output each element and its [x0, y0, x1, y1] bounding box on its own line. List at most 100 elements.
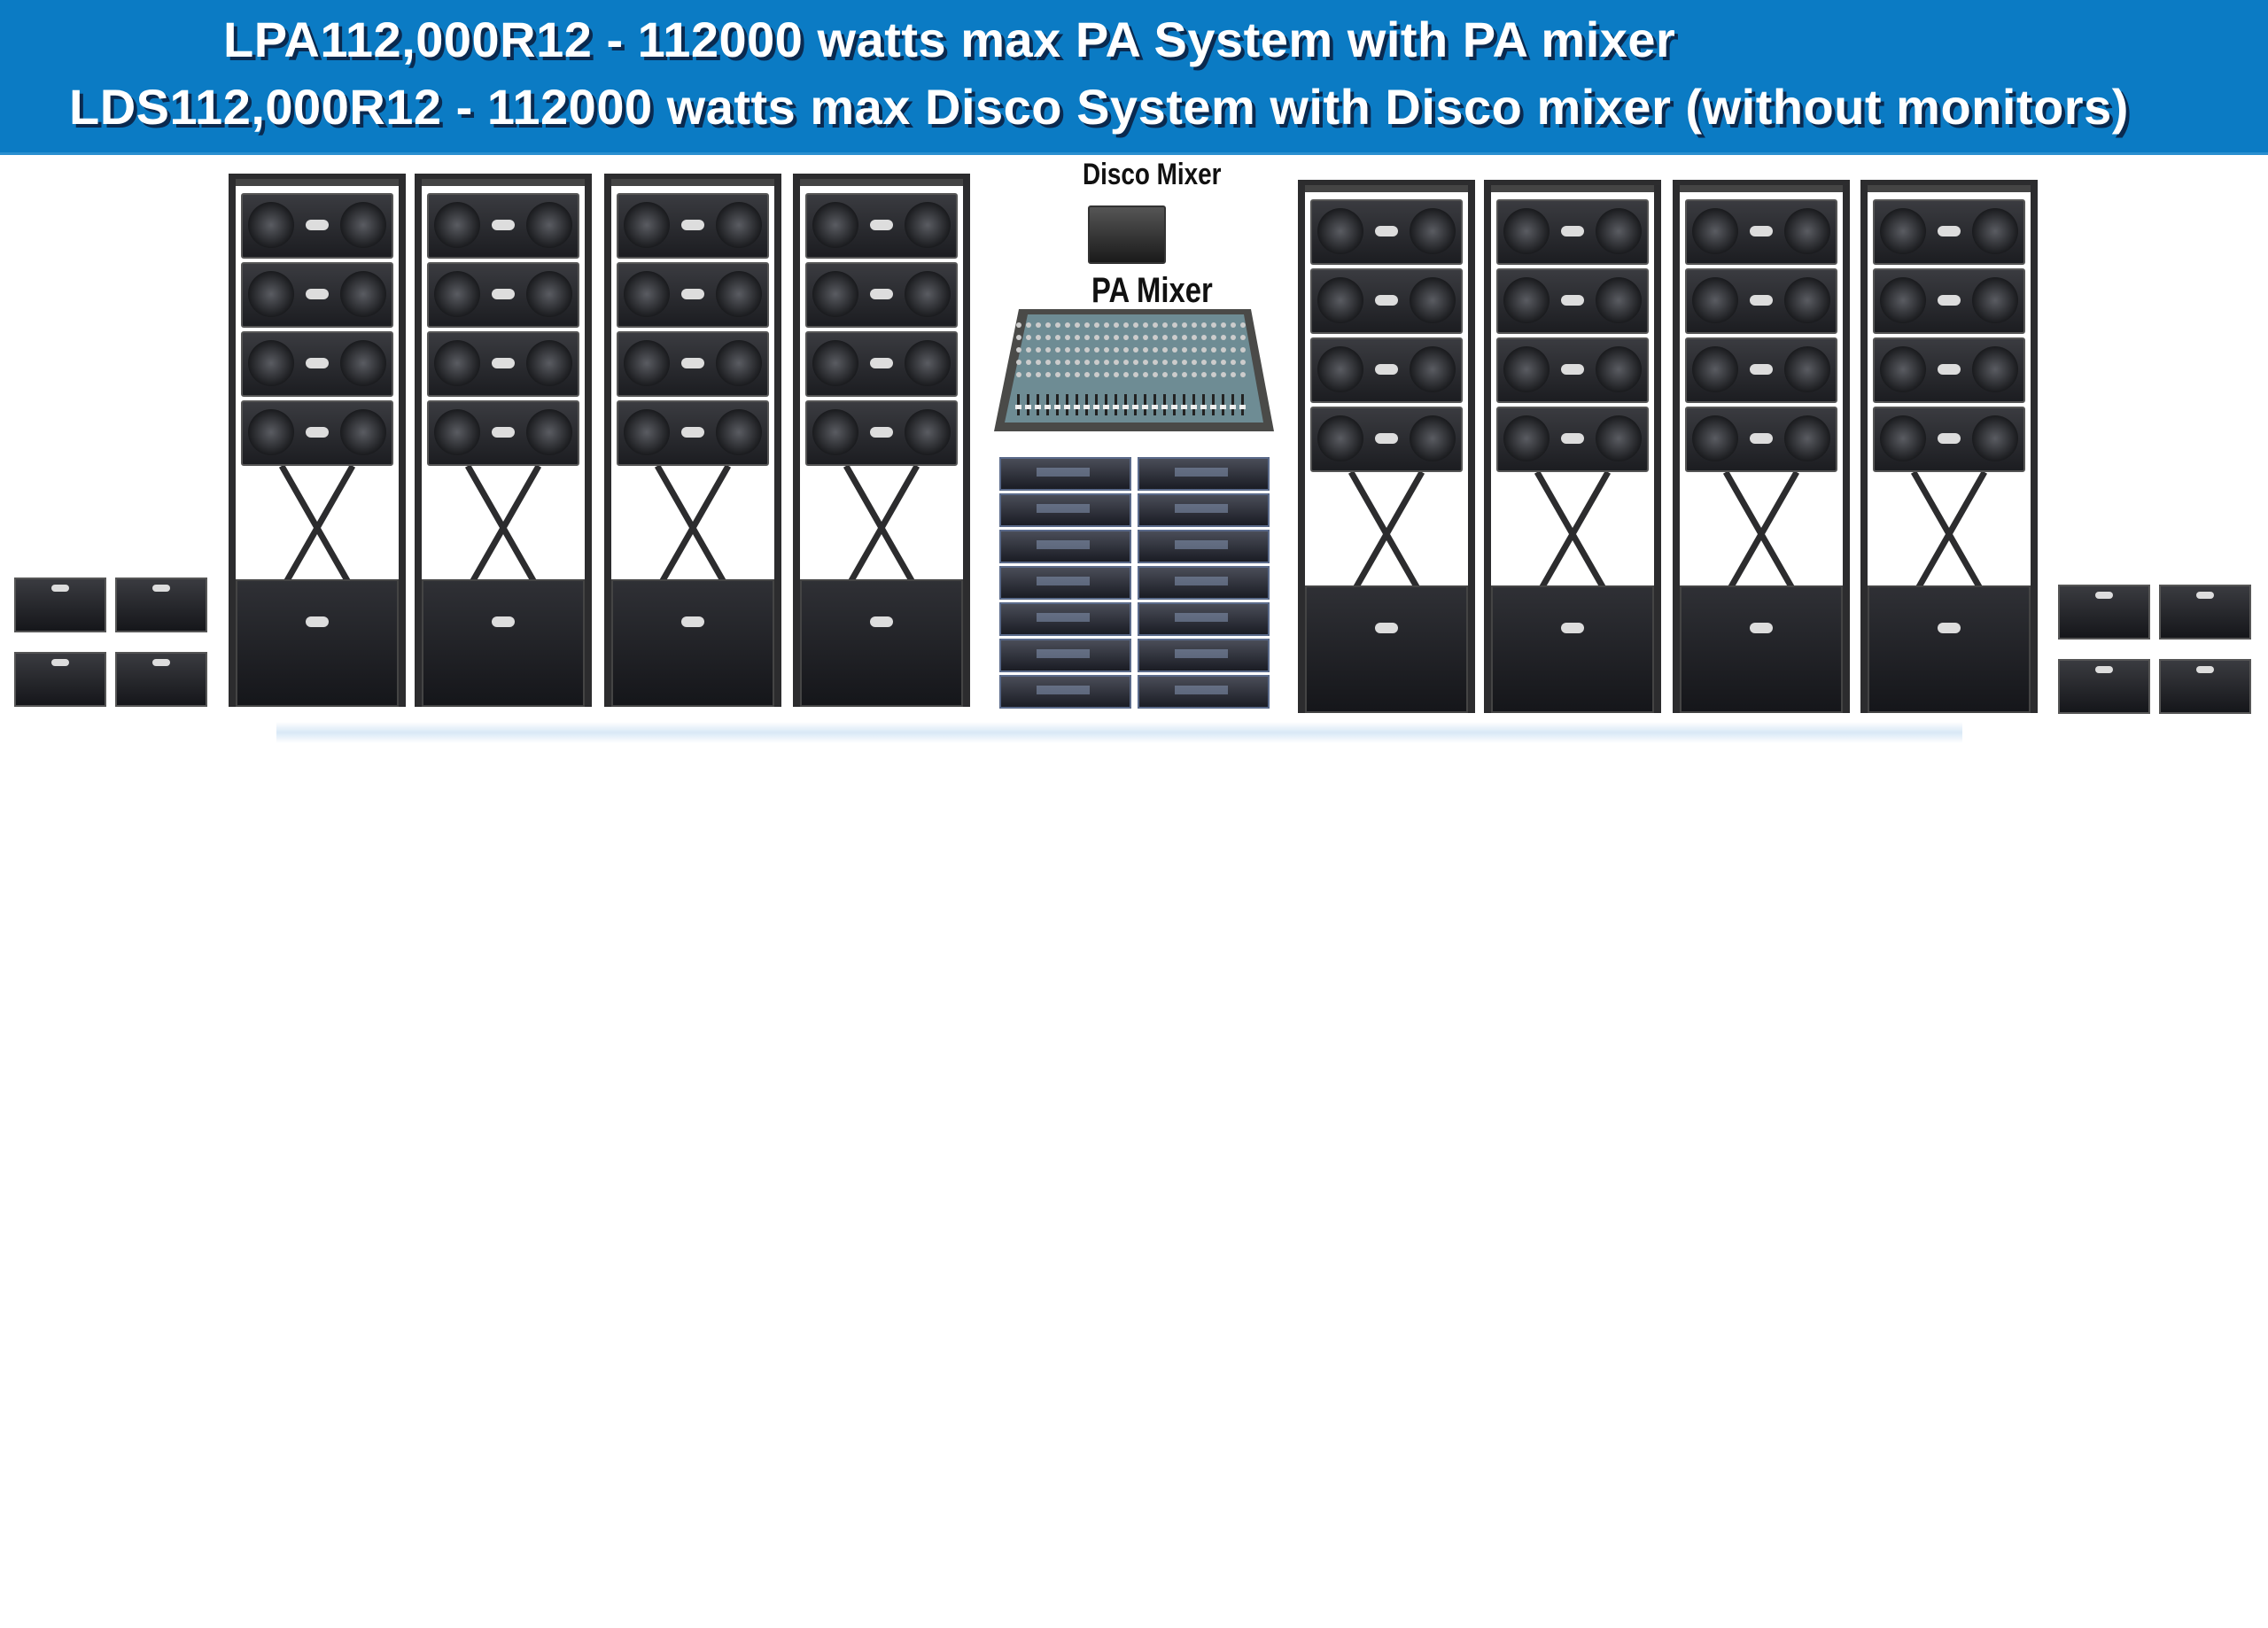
- stage-monitor: [2159, 585, 2251, 640]
- line-array-speaker: [427, 193, 579, 259]
- brand-logo: [1561, 295, 1584, 306]
- brand-logo: [1750, 226, 1773, 236]
- brand-logo: [2196, 666, 2214, 673]
- stage-monitor: [2058, 585, 2150, 640]
- brand-logo: [492, 220, 515, 230]
- brand-logo: [1750, 295, 1773, 306]
- line-array-speaker: [1873, 268, 2025, 334]
- brand-logo: [1561, 364, 1584, 375]
- brand-logo: [152, 659, 170, 666]
- subwoofer: [1305, 585, 1468, 713]
- line-array-speaker: [1873, 199, 2025, 265]
- power-amplifier: [1138, 675, 1270, 709]
- brand-logo: [1938, 433, 1961, 444]
- tower-top-bar: [236, 179, 399, 186]
- speaker-tower: [415, 174, 592, 707]
- power-amplifier: [1138, 566, 1270, 600]
- header-banner: LPA112,000R12 - 112000 watts max PA Syst…: [0, 0, 2268, 155]
- brand-logo: [492, 427, 515, 438]
- speaker-tower: [1673, 180, 1850, 713]
- line-array-speaker: [427, 331, 579, 397]
- brand-logo: [1750, 364, 1773, 375]
- brand-logo: [152, 585, 170, 592]
- speaker-tower: [793, 174, 970, 707]
- line-array-speaker: [241, 331, 393, 397]
- line-array-speaker: [617, 400, 769, 466]
- power-amplifier: [999, 675, 1131, 709]
- brand-logo: [870, 358, 893, 368]
- pa-mixer-label: PA Mixer: [1091, 271, 1213, 310]
- line-array-speaker: [241, 193, 393, 259]
- subwoofer: [1680, 585, 1843, 713]
- brand-logo: [1375, 623, 1398, 633]
- line-array-speaker: [1496, 268, 1649, 334]
- brand-logo: [1750, 623, 1773, 633]
- stage-monitor: [14, 652, 106, 707]
- tower-top-bar: [800, 179, 963, 186]
- power-amplifier: [1138, 493, 1270, 527]
- brand-logo: [1375, 364, 1398, 375]
- cross-brace: [654, 466, 732, 590]
- tower-top-bar: [1491, 185, 1654, 192]
- brand-logo: [870, 220, 893, 230]
- line-array-speaker: [1685, 268, 1837, 334]
- subwoofer: [1491, 585, 1654, 713]
- stage-monitor: [115, 652, 207, 707]
- tower-frame: [1484, 180, 1661, 713]
- speaker-tower: [604, 174, 781, 707]
- brand-logo: [1938, 226, 1961, 236]
- line-array-speaker: [617, 262, 769, 328]
- pa-mixer: [994, 309, 1274, 431]
- line-array-speaker: [1496, 199, 1649, 265]
- line-array-speaker: [1310, 199, 1463, 265]
- brand-logo: [681, 616, 704, 627]
- line-array-speaker: [241, 400, 393, 466]
- speaker-tower: [229, 174, 406, 707]
- cross-brace: [1348, 472, 1425, 596]
- line-array-speaker: [805, 262, 958, 328]
- power-amplifier: [999, 457, 1131, 491]
- subwoofer: [1868, 585, 2031, 713]
- tower-top-bar: [422, 179, 585, 186]
- title-disco-system: LDS112,000R12 - 112000 watts max Disco S…: [69, 79, 2129, 135]
- brand-logo: [681, 220, 704, 230]
- brand-logo: [51, 585, 69, 592]
- cross-brace: [1910, 472, 1988, 596]
- brand-logo: [306, 616, 329, 627]
- brand-logo: [1561, 226, 1584, 236]
- power-amplifier: [1138, 602, 1270, 636]
- speaker-tower: [1298, 180, 1475, 713]
- line-array-speaker: [1310, 268, 1463, 334]
- brand-logo: [1750, 433, 1773, 444]
- brand-logo: [1561, 623, 1584, 633]
- line-array-speaker: [1685, 199, 1837, 265]
- brand-logo: [306, 220, 329, 230]
- power-amplifier: [999, 493, 1131, 527]
- tower-frame: [604, 174, 781, 707]
- power-amplifier: [999, 602, 1131, 636]
- line-array-speaker: [1873, 407, 2025, 472]
- tower-top-bar: [1868, 185, 2031, 192]
- power-amplifier: [1138, 639, 1270, 672]
- power-amplifier: [999, 530, 1131, 563]
- brand-logo: [1375, 295, 1398, 306]
- brand-logo: [1375, 433, 1398, 444]
- brand-logo: [681, 427, 704, 438]
- brand-logo: [492, 289, 515, 299]
- cross-brace: [464, 466, 542, 590]
- cross-brace: [278, 466, 356, 590]
- brand-logo: [51, 659, 69, 666]
- brand-logo: [1938, 295, 1961, 306]
- stage-monitor: [14, 578, 106, 632]
- power-amplifier: [999, 566, 1131, 600]
- tower-top-bar: [1305, 185, 1468, 192]
- brand-logo: [870, 427, 893, 438]
- line-array-speaker: [1685, 337, 1837, 403]
- line-array-speaker: [1496, 407, 1649, 472]
- brand-logo: [2095, 666, 2113, 673]
- brand-logo: [1938, 623, 1961, 633]
- tower-frame: [1673, 180, 1850, 713]
- title-pa-system: LPA112,000R12 - 112000 watts max PA Syst…: [223, 12, 1676, 67]
- line-array-speaker: [1496, 337, 1649, 403]
- brand-logo: [492, 358, 515, 368]
